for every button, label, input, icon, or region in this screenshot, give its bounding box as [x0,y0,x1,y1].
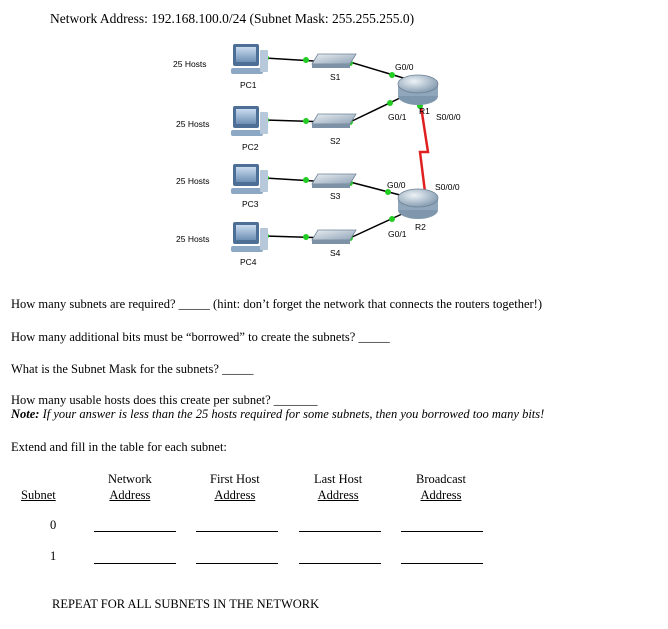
s2-label: S2 [330,136,341,146]
hosts-label-4: 25 Hosts [176,234,210,244]
router-r1-icon [397,74,439,105]
r1-s000-label: S0/0/0 [436,112,461,122]
subnet-row-number: 0 [50,518,57,532]
pc4-label: PC4 [240,257,257,267]
broadcast-blank[interactable] [401,531,483,532]
hosts-label-1: 25 Hosts [173,59,207,69]
first-host-blank[interactable] [196,563,278,564]
serial-link [418,99,430,201]
r2-g00-label: G0/0 [387,180,406,190]
question-bits-borrowed: How many additional bits must be “borrow… [11,330,390,344]
r1-g00-label: G0/0 [395,62,414,72]
last-host-blank[interactable] [299,531,381,532]
header-subnet: Subnet [21,488,56,502]
switch-s1-icon [311,53,357,68]
pc1-label: PC1 [240,80,257,90]
first-host-blank[interactable] [196,531,278,532]
note-text: If your answer is less than the 25 hosts… [39,407,545,421]
r1-g01-label: G0/1 [388,112,407,122]
pc4-icon [231,222,268,252]
switch-s3-icon [311,173,357,188]
question-subnets-required: How many subnets are required? _____ (hi… [11,297,542,311]
note-line: Note: If your answer is less than the 25… [11,407,544,422]
broadcast-blank[interactable] [401,563,483,564]
s3-label: S3 [330,191,341,201]
hosts-label-3: 25 Hosts [176,176,210,186]
subnet-row-number: 1 [50,549,57,563]
network-diagram: 25 Hosts 25 Hosts 25 Hosts 25 Hosts PC1 … [173,44,461,267]
pc-switch-links [264,57,331,239]
r2-name-label: R2 [415,222,426,232]
s1-label: S1 [330,72,341,82]
hosts-label-2: 25 Hosts [176,119,210,129]
r1-name-label: R1 [419,106,430,116]
repeat-instruction: REPEAT FOR ALL SUBNETS IN THE NETWORK [52,597,320,611]
pc3-icon [231,164,268,194]
switch-s2-icon [311,113,357,128]
router-r2-icon [397,188,439,219]
s4-label: S4 [330,248,341,258]
network-address-blank[interactable] [94,531,176,532]
question-usable-hosts: How many usable hosts does this create p… [11,393,318,407]
pc2-label: PC2 [242,142,259,152]
network-address-blank[interactable] [94,563,176,564]
question-subnet-mask: What is the Subnet Mask for the subnets?… [11,362,254,376]
pc3-label: PC3 [242,199,259,209]
r2-s000-label: S0/0/0 [435,182,460,192]
pc2-icon [231,106,268,136]
last-host-blank[interactable] [299,563,381,564]
r2-g01-label: G0/1 [388,229,407,239]
switch-s4-icon [311,229,357,244]
question-fill-table: Extend and fill in the table for each su… [11,440,227,454]
pc1-icon [231,44,268,74]
page-title: Network Address: 192.168.100.0/24 (Subne… [50,11,415,26]
note-label: Note: [11,407,40,421]
